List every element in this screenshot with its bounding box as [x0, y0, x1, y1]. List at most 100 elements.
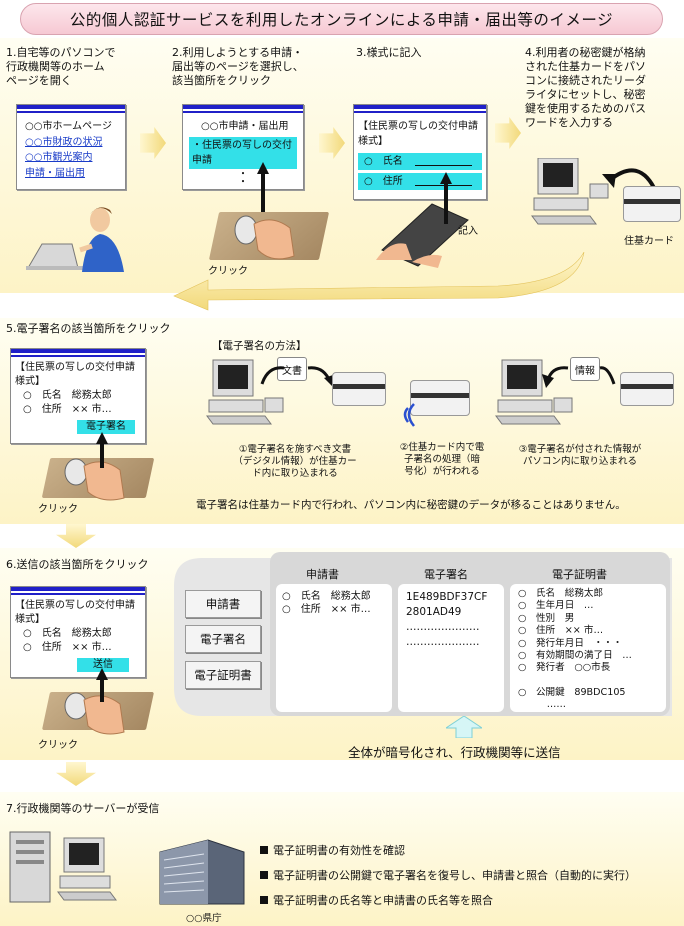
up-arrow: [440, 172, 452, 227]
step5-text: 5.電子署名の該当箇所をクリック: [6, 322, 171, 335]
signature-tab-button[interactable]: 電子署名: [185, 625, 261, 653]
application-line: ○ 住所 ×× 市…: [282, 604, 371, 615]
step5-window: 【住民票の写しの交付申請様式】 ○ 氏名 総務太郎 ○ 住所 ×× 市… 電子署…: [10, 348, 146, 444]
form-title: 【住民票の写しの交付申請様式】: [358, 121, 478, 147]
arrow-to-card: [258, 360, 338, 393]
dots: ・ ・: [238, 169, 248, 188]
signature-line: …………………: [406, 621, 480, 633]
step7-text: 7.行政機関等のサーバーが受信: [6, 802, 160, 815]
signature-summary: 電子署名は住基カード内で行われ、パソコン内に秘密鍵のデータが移ることはありません…: [196, 499, 626, 511]
curved-transition-arrow: [168, 251, 588, 315]
info-icon: 情報: [570, 357, 600, 381]
signature-line: …………………: [406, 636, 480, 648]
step2-window: ○○市申請・届出用 ・住民票の写しの交付申請 ・ ・: [182, 104, 304, 190]
certificate-line: ○ 氏名 総務太郎: [518, 588, 604, 599]
application-column-title: 申請書: [306, 568, 339, 581]
application-button[interactable]: 申請書: [185, 590, 261, 618]
application-column: ○ 氏名 総務太郎 ○ 住所 ×× 市…: [276, 584, 392, 712]
mouse-hand-icon: [232, 206, 302, 269]
application-lines: ○ 氏名 総務太郎 ○ 住所 ×× 市…: [276, 584, 392, 622]
step6-window: 【住民票の写しの交付申請様式】 ○ 氏名 総務太郎 ○ 住所 ×× 市… 送信: [10, 586, 146, 678]
certificate-lines: ○ 氏名 総務太郎 ○ 生年月日 … ○ 性別 男 ○ 住所 ×× 市… ○ 発…: [510, 584, 666, 716]
window-titlebar: [11, 587, 145, 593]
verify-list: 電子証明書の有効性を確認 電子証明書の公開鍵で電子署名を復号し、申請書と照合（自…: [260, 838, 636, 913]
arrow-down-6: [56, 762, 96, 786]
info-label: 情報: [575, 365, 595, 377]
verify-item-text: 電子証明書の公開鍵で電子署名を復号し、申請書と照合（自動的に実行）: [273, 869, 636, 882]
link-application[interactable]: 申請・届出用: [25, 167, 85, 179]
click-label: クリック: [38, 740, 78, 751]
verify-item: 電子証明書の有効性を確認: [260, 838, 636, 863]
application-line: ○ 氏名 総務太郎: [282, 591, 371, 602]
certificate-line: ……: [518, 699, 566, 711]
window-titlebar: [11, 349, 145, 355]
signature-lines: 1E489BDF37CF 2801AD49 ………………… …………………: [398, 584, 504, 656]
certificate-line: ○ 有効期間の満了日 …: [518, 650, 632, 662]
verify-item: 電子証明書の氏名等と申請書の氏名等を照合: [260, 888, 636, 913]
band-7: [0, 792, 684, 926]
page-title: 公的個人認証サービスを利用したオンラインによる申請・届出等のイメージ: [20, 3, 663, 35]
window-titlebar: [183, 105, 303, 111]
option-resident-copy[interactable]: ・住民票の写しの交付申請: [189, 137, 297, 169]
name-field-label: 氏名: [382, 156, 403, 167]
address-field[interactable]: ○ 住所: [358, 173, 482, 190]
certificate-line: ○ 生年月日 …: [518, 600, 594, 612]
arrow-from-card: [540, 360, 620, 393]
building-label: ○○県庁: [186, 913, 222, 924]
certificate-button[interactable]: 電子証明書: [185, 661, 261, 689]
certificate-line: ○ 公開鍵 89BDC105: [518, 686, 626, 698]
certificate-column: ○ 氏名 総務太郎 ○ 生年月日 … ○ 性別 男 ○ 住所 ×× 市… ○ 発…: [510, 584, 666, 712]
certificate-line: [518, 675, 658, 687]
send-button[interactable]: 送信: [77, 658, 129, 672]
note-1: ①電子署名を施すべき文書 （デジタル情報）が住基カー ド内に取り込まれる: [233, 444, 357, 479]
name-row: 氏名 総務太郎: [41, 628, 112, 639]
bullet-square-icon: [260, 846, 268, 854]
window-titlebar: [17, 105, 125, 111]
write-label: 記入: [458, 226, 478, 237]
up-arrow: [257, 162, 269, 212]
resident-card-icon: [620, 372, 674, 406]
resident-card-label: 住基カード: [624, 236, 674, 247]
certificate-column-title: 電子証明書: [552, 568, 607, 581]
address-row: 住所 ×× 市…: [41, 404, 112, 415]
address-row: 住所 ×× 市…: [41, 642, 112, 653]
step6-text: 6.送信の該当箇所をクリック: [6, 558, 149, 571]
link-finance[interactable]: ○○市財政の状況: [25, 136, 103, 148]
curved-arrow: [600, 162, 660, 199]
click-label: クリック: [208, 266, 248, 277]
signature-line: 2801AD49: [406, 606, 462, 618]
signature-line: 1E489BDF37CF: [406, 591, 488, 603]
verify-item-text: 電子証明書の氏名等と申請書の氏名等を照合: [273, 894, 493, 907]
form-title: 【住民票の写しの交付申請様式】: [15, 362, 135, 387]
step4-text: 4.利用者の秘密鍵が格納 された住基カードをパソ コンに接続されたリーダ ライタ…: [525, 46, 646, 129]
resident-card-icon: [410, 380, 470, 416]
step1-text: 1.自宅等のパソコンで 行政機関等のホーム ページを開く: [6, 46, 116, 87]
building-illustration: [152, 838, 252, 911]
mouse-hand-icon: [62, 684, 132, 742]
signature-button[interactable]: 電子署名: [77, 420, 135, 434]
link-tourism[interactable]: ○○市観光案内: [25, 152, 93, 163]
server-illustration: [8, 830, 118, 907]
verify-item-text: 電子証明書の有効性を確認: [273, 844, 405, 857]
signature-column: 1E489BDF37CF 2801AD49 ………………… …………………: [398, 584, 504, 712]
pc-illustration: [494, 358, 574, 431]
certificate-line: ○ 発行者 ○○市長: [518, 662, 611, 674]
signature-column-title: 電子署名: [424, 568, 468, 581]
verify-item: 電子証明書の公開鍵で電子署名を復号し、申請書と照合（自動的に実行）: [260, 863, 636, 888]
resident-card-icon: [332, 372, 386, 406]
pc-illustration: [205, 358, 285, 431]
address-field-label: 住所: [382, 176, 403, 187]
send-summary: 全体が暗号化され、行政機関等に送信: [348, 745, 561, 760]
step3-window: 【住民票の写しの交付申請様式】 ○ 氏名 ○ 住所: [353, 104, 487, 200]
certificate-line: ○ 性別 男: [518, 612, 575, 624]
pc-with-reader-illustration: [530, 157, 610, 231]
step2-text: 2.利用しようとする申請・ 届出等のページを選択し、 該当箇所をクリック: [172, 46, 304, 87]
name-field[interactable]: ○ 氏名: [358, 153, 482, 170]
arrow-down-5: [56, 524, 96, 548]
resident-card-icon: [623, 186, 681, 222]
method-title: 【電子署名の方法】: [212, 340, 307, 352]
click-label: クリック: [38, 504, 78, 515]
form-title: 【住民票の写しの交付申請様式】: [15, 600, 135, 625]
note-3: ③電子署名が付された情報が パソコン内に取り込まれる: [518, 444, 642, 467]
person-laptop-illustration: [20, 200, 130, 272]
